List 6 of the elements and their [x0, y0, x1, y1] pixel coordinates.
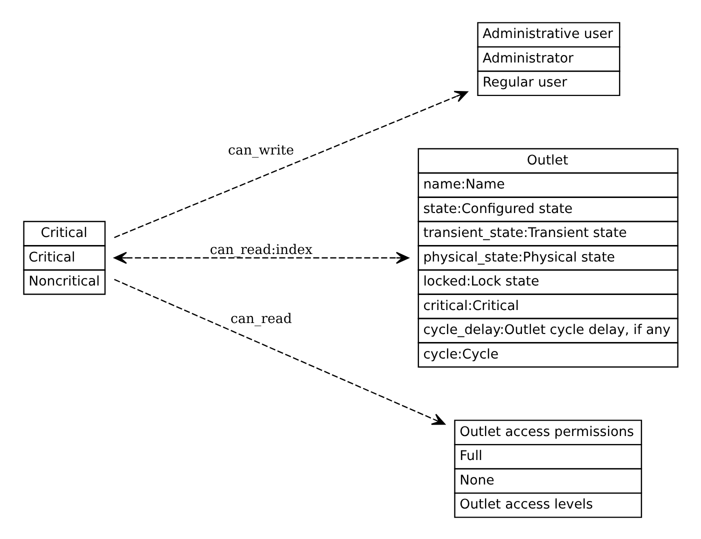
arrow [114, 90, 468, 238]
edge-label: can_read:index [210, 242, 313, 258]
edge-label: can_read [230, 312, 292, 327]
arrow [114, 251, 410, 264]
edge-label: can_write [228, 143, 294, 158]
arrow [114, 278, 446, 424]
